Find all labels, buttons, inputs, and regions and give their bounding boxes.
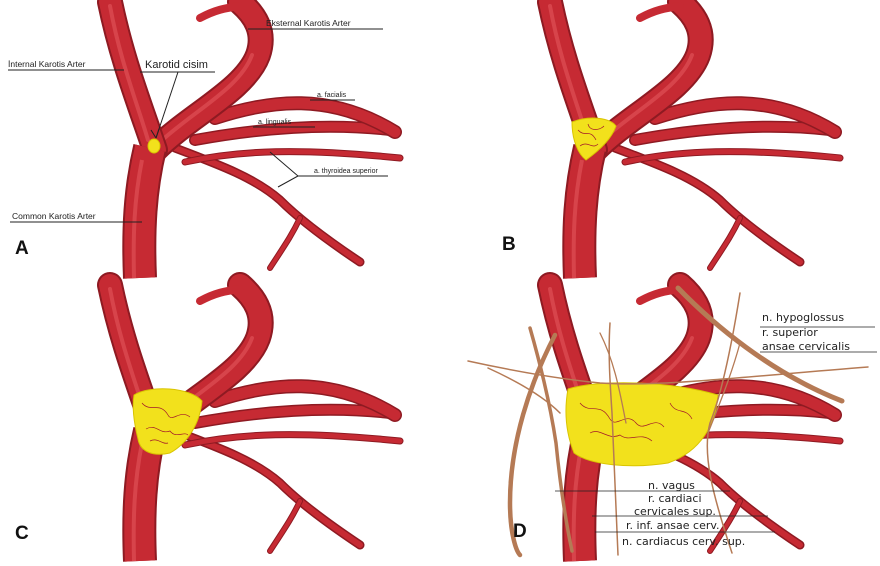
label-carotid-body: Karotid cisim bbox=[145, 59, 208, 71]
label-facialis: a. facialis bbox=[317, 92, 347, 99]
label-cervicales-sup: cervicales sup. bbox=[634, 505, 716, 518]
panel-b: B bbox=[502, 2, 840, 278]
label-r-inf-ansae-cerv: r. inf. ansae cerv. bbox=[626, 519, 720, 532]
panel-letter-a: A bbox=[15, 238, 29, 259]
label-n-hypoglossus: n. hypoglossus bbox=[762, 311, 844, 324]
label-r-cardiaci: r. cardiaci bbox=[648, 492, 702, 505]
panel-c: C bbox=[15, 285, 400, 561]
panel-d: n. hypoglossus r. superior ansae cervica… bbox=[468, 285, 877, 561]
label-ansae-cervicalis: ansae cervicalis bbox=[762, 340, 850, 353]
label-external-carotid: Eksternal Karotis Arter bbox=[266, 18, 351, 28]
label-n-cardiacus-cerv-sup: n. cardiacus cerv. sup. bbox=[622, 535, 745, 548]
label-common-carotid: Common Karotis Arter bbox=[12, 211, 96, 221]
panel-letter-d: D bbox=[513, 521, 527, 542]
label-n-vagus: n. vagus bbox=[648, 479, 695, 492]
carotid-body-d bbox=[566, 383, 718, 466]
label-r-superior: r. superior bbox=[762, 326, 818, 339]
label-thyroidea-superior: a. thyroidea superior bbox=[314, 168, 378, 175]
panel-letter-b: B bbox=[502, 234, 516, 255]
panel-letter-c: C bbox=[15, 523, 29, 544]
label-lingualis: a. lingualis bbox=[258, 119, 292, 126]
carotid-body-a bbox=[148, 139, 160, 153]
label-internal-carotid: İnternal Karotis Arter bbox=[8, 59, 86, 69]
panel-a: İnternal Karotis Arter Eksternal Karotis… bbox=[8, 2, 400, 278]
